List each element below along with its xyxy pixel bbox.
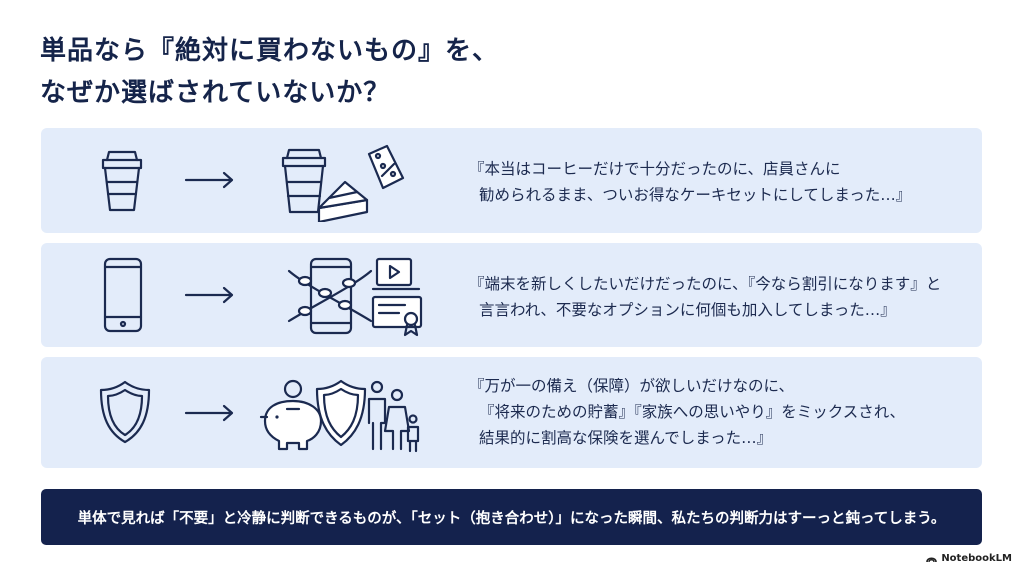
smartphone-icon [97,257,149,333]
summary-banner: 単体で見れば「不要」と冷静に判断できるものが、「セット（抱き合わせ）」になった瞬… [41,489,982,545]
title-line-2: なぜか選ばされていないか？ [40,78,391,108]
quote-phone: 『端末を新しくしたいだけだったのに、『今なら割引になります』と 言言われ、不要な… [469,271,941,323]
quote-line: 勧められるまま、ついお得なケーキセットにしてしまった…』 [479,186,912,204]
quote-line: 結果的に割高な保険を選んでしまった…』 [479,429,773,447]
arrow-right-icon [184,285,236,305]
quote-line: 『将来のための貯蓄』『家族への思いやり』をミックスされ、 [479,403,905,421]
brand-label: NotebookLM [941,553,1012,564]
coffee-cup-icon [97,148,147,214]
shield-icon [97,379,153,445]
title-line-1: 単品なら『絶対に買わないもの』を、 [40,36,500,66]
coffee-cake-discount-icon [279,142,409,222]
page-title: 単品なら『絶対に買わないもの』を、 なぜか選ばされていないか？ [40,30,499,114]
quote-coffee: 『本当はコーヒーだけで十分だったのに、店員さんに 勧められるまま、ついお得なケー… [469,156,911,208]
quote-insurance: 『万が一の備え（保障）が欲しいだけなのに、 『将来のための貯蓄』『家族への思いや… [469,373,905,451]
arrow-right-icon [184,403,236,423]
example-card-insurance: 『万が一の備え（保障）が欲しいだけなのに、 『将来のための貯蓄』『家族への思いや… [41,357,982,468]
notebooklm-logo-icon [926,554,938,563]
example-card-coffee: 『本当はコーヒーだけで十分だったのに、店員さんに 勧められるまま、ついお得なケー… [41,128,982,233]
quote-line: 『端末を新しくしたいだけだったのに、『今なら割引になります』と [469,275,942,293]
phone-chains-options-icon [285,255,425,337]
piggybank-shield-family-icon [257,371,423,457]
brand-watermark: NotebookLM [926,553,1012,564]
quote-line: 『本当はコーヒーだけで十分だったのに、店員さんに [469,160,841,178]
quote-line: 言言われ、不要なオプションに何個も加入してしまった…』 [479,301,896,319]
example-card-phone: 『端末を新しくしたいだけだったのに、『今なら割引になります』と 言言われ、不要な… [41,243,982,347]
arrow-right-icon [184,170,236,190]
quote-line: 『万が一の備え（保障）が欲しいだけなのに、 [469,377,795,395]
